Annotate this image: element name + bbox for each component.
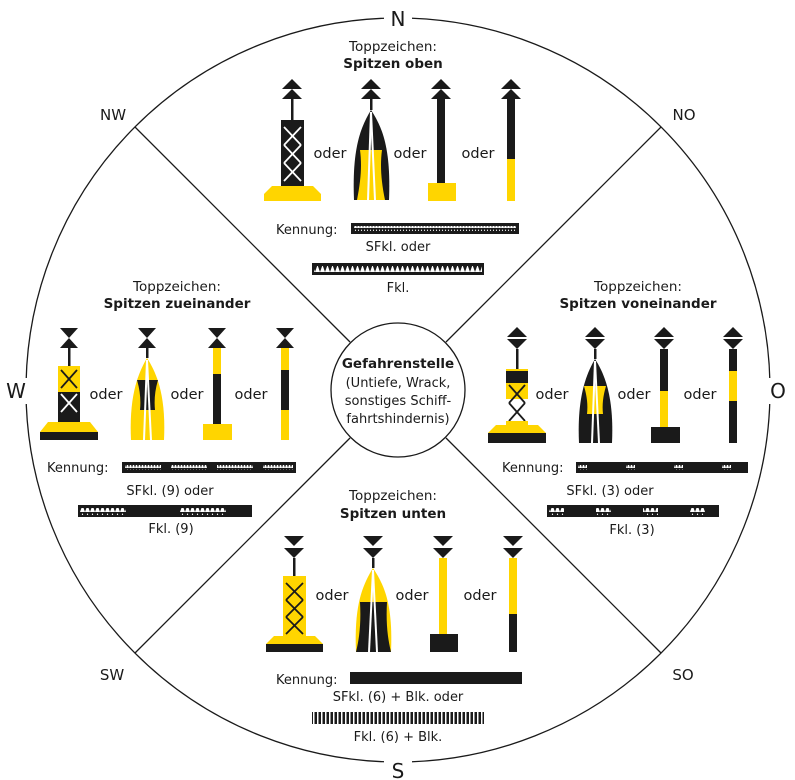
- south-topmark-name: Spitzen unten: [340, 506, 446, 522]
- south-rhythm-bar-1: [350, 672, 522, 684]
- west-rhythm-2: Fkl. (9): [148, 522, 193, 537]
- east-or-2: oder: [618, 387, 651, 403]
- east-or-1: oder: [536, 387, 569, 403]
- north-rhythm-bar-2: [312, 263, 484, 275]
- compass-o: O: [770, 379, 786, 403]
- east-lattice-buoy: [578, 327, 613, 444]
- east-topmark-label: Toppzeichen:: [593, 279, 682, 295]
- north-or-2: oder: [394, 146, 427, 162]
- east-rhythm-bar-1: [576, 462, 748, 473]
- quadrant-dividers: [134, 126, 662, 654]
- center-title: Gefahrenstelle: [342, 356, 454, 372]
- compass-w: W: [6, 379, 26, 403]
- west-topmark-name: Spitzen zueinander: [104, 296, 251, 312]
- west-rhythm-bar-1: [122, 462, 296, 473]
- center-line-1: (Untiefe, Wrack,: [346, 376, 451, 391]
- south-or-1: oder: [316, 588, 349, 604]
- east-or-3: oder: [684, 387, 717, 403]
- east-beacon: [651, 327, 680, 443]
- compass-sw: SW: [100, 666, 125, 684]
- south-or-3: oder: [464, 588, 497, 604]
- north-topmark-label: Toppzeichen:: [348, 39, 437, 55]
- compass-s: S: [392, 759, 405, 780]
- east-topmark-name: Spitzen voneinander: [559, 296, 716, 312]
- east-kennung-label: Kennung:: [502, 461, 563, 476]
- east-pillar-buoy: [488, 327, 546, 443]
- west-lattice-buoy: [130, 328, 165, 441]
- south-rhythm-2: Fkl. (6) + Blk.: [354, 730, 443, 745]
- east-rhythm-bar-2: [547, 505, 719, 517]
- south-rhythm-1: SFkl. (6) + Blk. oder: [333, 690, 464, 705]
- compass-nw: NW: [100, 106, 126, 124]
- compass-no: NO: [672, 106, 695, 124]
- south-section: Toppzeichen: Spitzen unten oder: [266, 488, 523, 745]
- south-kennung-label: Kennung:: [276, 673, 337, 688]
- west-spar: [276, 328, 294, 440]
- north-pillar-buoy: [264, 79, 321, 201]
- south-or-2: oder: [396, 588, 429, 604]
- north-spar: [501, 79, 521, 201]
- west-kennung-label: Kennung:: [47, 461, 108, 476]
- south-rhythm-bar-2: [312, 712, 484, 724]
- compass-n: N: [391, 7, 406, 31]
- north-beacon: [428, 79, 456, 201]
- west-rhythm-bar-2: [78, 505, 252, 517]
- west-beacon: [203, 328, 232, 440]
- south-spar: [503, 536, 523, 652]
- west-rhythm-1: SFkl. (9) oder: [126, 484, 214, 499]
- west-section: Toppzeichen: Spitzen zueinander oder: [40, 279, 296, 537]
- north-topmark-name: Spitzen oben: [343, 56, 443, 72]
- center-line-2: sonstiges Schiff-: [345, 394, 452, 409]
- north-kennung-label: Kennung:: [276, 223, 337, 238]
- west-or-3: oder: [235, 387, 268, 403]
- north-rhythm-1: SFkl. oder: [366, 240, 431, 255]
- north-or-1: oder: [314, 146, 347, 162]
- north-rhythm-bar-1: [351, 223, 519, 234]
- east-rhythm-2: Fkl. (3): [609, 523, 654, 538]
- west-pillar-buoy: [40, 328, 98, 440]
- east-spar: [723, 327, 743, 443]
- center-circle: [330, 322, 466, 458]
- west-or-1: oder: [90, 387, 123, 403]
- east-section: Toppzeichen: Spitzen voneinander oder: [488, 279, 748, 538]
- north-or-3: oder: [462, 146, 495, 162]
- north-lattice-buoy: [353, 79, 390, 201]
- center-line-3: fahrtshindernis): [346, 412, 449, 427]
- north-section: Toppzeichen: Spitzen oben oder: [264, 39, 521, 296]
- east-rhythm-1: SFkl. (3) oder: [566, 484, 654, 499]
- north-rhythm-2: Fkl.: [387, 281, 410, 296]
- south-pillar-buoy: [266, 536, 323, 652]
- compass-so: SO: [672, 666, 693, 684]
- south-beacon: [430, 536, 458, 652]
- south-topmark-label: Toppzeichen:: [348, 488, 437, 504]
- west-topmark-label: Toppzeichen:: [132, 279, 221, 295]
- west-or-2: oder: [171, 387, 204, 403]
- south-lattice-buoy: [355, 536, 392, 653]
